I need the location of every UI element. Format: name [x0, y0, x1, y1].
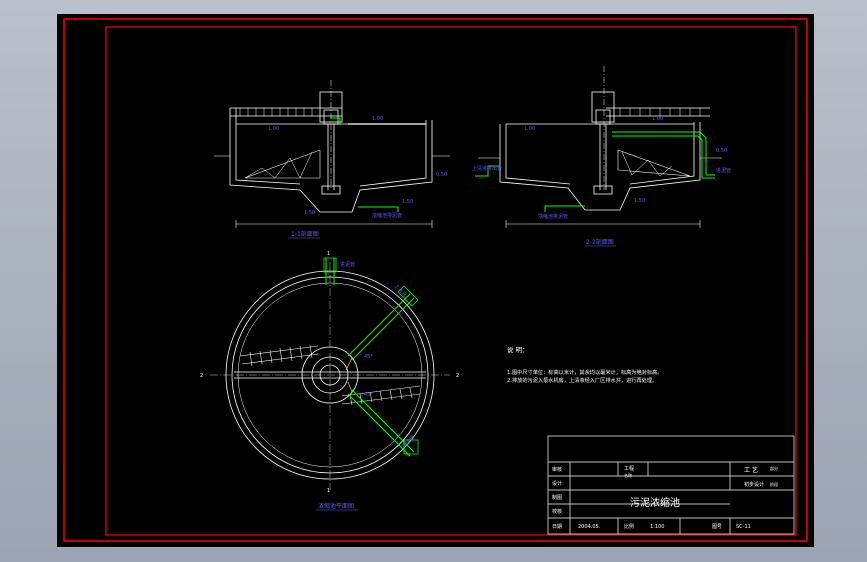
svg-text:进泥管: 进泥管: [340, 261, 355, 268]
svg-text:1.50: 1.50: [634, 198, 645, 204]
tb-drawing-no-value: SC-11: [736, 524, 751, 530]
svg-text:1.00: 1.00: [652, 116, 663, 122]
drawing-sheet: [57, 14, 814, 547]
tb-drawing-no-label: 图号: [712, 524, 722, 530]
section-1-1-label: 1-1剖面图: [291, 230, 319, 238]
drawing-title: 污泥浓缩池: [630, 496, 680, 509]
inner-border: [105, 26, 797, 536]
tb-craft-sub: 部分: [770, 465, 778, 471]
tb-row1-left: 审核: [552, 466, 562, 473]
svg-text:1.00: 1.00: [268, 126, 279, 132]
tb-mid-label-1: 工程: [624, 465, 634, 472]
tb-stage-sub: 阶段: [770, 481, 778, 487]
tb-craft-label: 工 艺: [744, 466, 758, 474]
tb-scale-value: 1:100: [650, 524, 664, 530]
section-1-1-annotations: 1.00 1.00 1.50 1.50 0.50 浓缩池排泥管: [268, 116, 447, 219]
svg-text:1.00: 1.00: [524, 126, 535, 132]
svg-text:1.00: 1.00: [372, 116, 383, 122]
plan-yellow-marks: [345, 357, 353, 393]
plan-pipes: [323, 257, 419, 457]
svg-text:1.50: 1.50: [304, 210, 315, 216]
svg-text:浓缩池排泥管: 浓缩池排泥管: [372, 212, 402, 219]
tb-row3-left: 制图: [552, 494, 562, 501]
section-2-2-annotations: 1.00 1.00 0.50 1.50 上清液排出管 进泥管 浓缩池排泥管: [472, 116, 731, 220]
tb-row2-left: 设计: [552, 480, 562, 487]
note-2: 2.排放的污泥入泵水机房，上清液经入厂区排水井，进行再处理。: [507, 376, 657, 384]
tb-row4-left: 校核: [552, 508, 562, 515]
svg-text:浓缩池排泥管: 浓缩池排泥管: [538, 213, 568, 220]
note-1: 1.图中尺寸单位：标高以米计，其余均以毫米计，标高为绝对标高。: [507, 368, 662, 376]
tb-stage-label: 初步设计: [744, 481, 764, 488]
svg-text:0.50: 0.50: [716, 148, 727, 154]
section-1-1-pipes: [330, 117, 399, 212]
tb-mid-label-2: 名称: [624, 472, 632, 478]
svg-text:进泥管: 进泥管: [716, 167, 731, 174]
title-block: [547, 435, 795, 535]
svg-text:0.50: 0.50: [436, 172, 447, 178]
tb-row5-left: 日期: [552, 524, 562, 530]
section-2-2-drawing: [478, 66, 722, 228]
svg-text:上清液排出管: 上清液排出管: [472, 165, 502, 172]
svg-text:1.50: 1.50: [402, 199, 413, 205]
section-2-2-label: 2-2剖面图: [586, 238, 614, 246]
tb-scale-label: 比例: [624, 523, 634, 530]
notes-heading: 说 明：: [507, 345, 529, 354]
section-2-2-pipes: [475, 131, 715, 212]
section-1-1-drawing: [214, 80, 450, 228]
plan-mark-right: 2: [456, 373, 459, 379]
plan-label: 浓缩池平面图: [318, 502, 354, 510]
angle-label-lower: 45°: [364, 392, 373, 398]
angle-label-upper: 45°: [364, 354, 373, 360]
plan-mark-left: 2: [200, 373, 203, 379]
plan-mark-bottom: 1: [327, 488, 330, 494]
tb-date-value: 2004.05.: [578, 524, 601, 530]
plan-mark-top: 1: [327, 251, 330, 257]
plan-view-drawing: [210, 262, 450, 490]
outer-border: [63, 18, 808, 542]
